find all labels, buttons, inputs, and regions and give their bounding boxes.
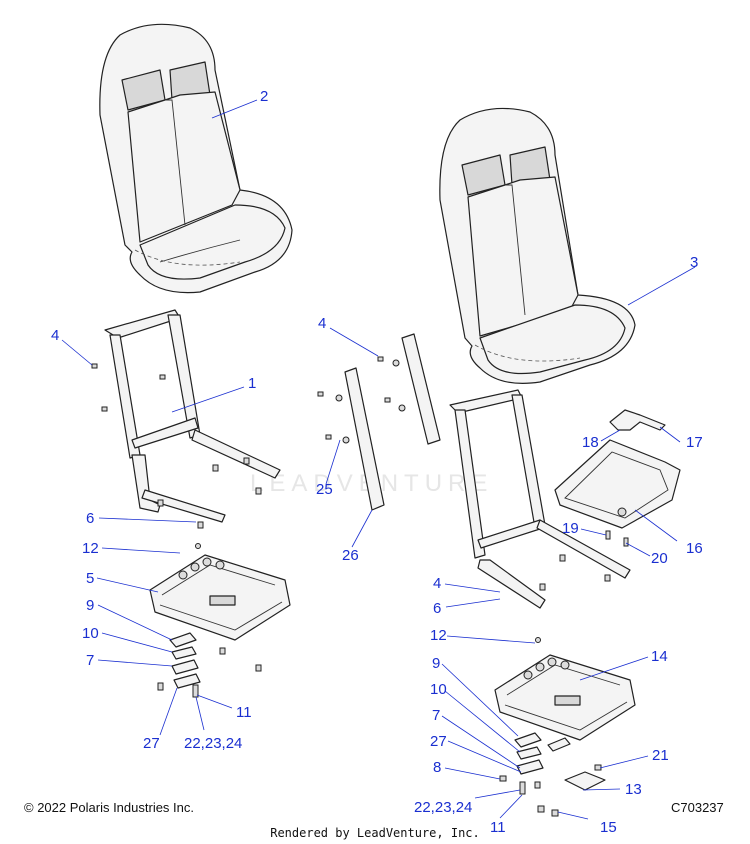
callout-2: 2	[260, 88, 268, 105]
callout-10-right: 10	[430, 681, 447, 698]
figure-id: C703237	[671, 800, 724, 815]
callout-18: 18	[582, 434, 599, 451]
callout-25: 25	[316, 481, 333, 498]
callout-7-left: 7	[86, 652, 94, 669]
callout-3: 3	[690, 254, 698, 271]
callout-22-23-24-left: 22,23,24	[184, 735, 242, 752]
right-seat-slider	[494, 637, 636, 817]
callout-20: 20	[651, 550, 668, 567]
callout-19: 19	[562, 520, 579, 537]
callout-26: 26	[342, 547, 359, 564]
right-seat	[439, 107, 636, 384]
callout-4-center: 4	[318, 315, 326, 332]
callout-15: 15	[600, 819, 617, 836]
mounting-plate	[554, 409, 681, 547]
callout-1: 1	[248, 375, 256, 392]
callout-labels: 2 3 1 4 4 6 12 5 9 10 7 11 22,23,24 27 2…	[51, 88, 703, 836]
callout-11-right: 11	[490, 819, 506, 836]
right-seat-frame	[449, 389, 631, 609]
callout-21: 21	[652, 747, 669, 764]
rendered-by-credit: Rendered by LeadVenture, Inc.	[270, 826, 480, 840]
callout-13: 13	[625, 781, 642, 798]
callout-27-left: 27	[143, 735, 160, 752]
callout-6-right: 6	[433, 600, 441, 617]
callout-6-left: 6	[86, 510, 94, 527]
callout-9-left: 9	[86, 597, 94, 614]
callout-27-right: 27	[430, 733, 447, 750]
callout-4-left: 4	[51, 327, 59, 344]
seat-side-rails	[317, 333, 441, 511]
leader-lines	[61, 99, 696, 820]
callout-11-left: 11	[236, 704, 252, 721]
callout-16: 16	[686, 540, 703, 557]
callout-12-right: 12	[430, 627, 447, 644]
callout-4-right: 4	[433, 575, 441, 592]
callout-9-right: 9	[432, 655, 440, 672]
left-seat-frame	[91, 309, 281, 529]
callout-12-left: 12	[82, 540, 99, 557]
callout-22-23-24-right: 22,23,24	[414, 799, 472, 816]
callout-14: 14	[651, 648, 668, 665]
callout-10-left: 10	[82, 625, 99, 642]
left-seat-slider	[149, 543, 291, 698]
callout-8: 8	[433, 759, 441, 776]
left-seat	[99, 23, 293, 294]
callout-7-right: 7	[432, 707, 440, 724]
callout-17: 17	[686, 434, 703, 451]
copyright-notice: © 2022 Polaris Industries Inc.	[24, 800, 194, 815]
callout-5: 5	[86, 570, 94, 587]
